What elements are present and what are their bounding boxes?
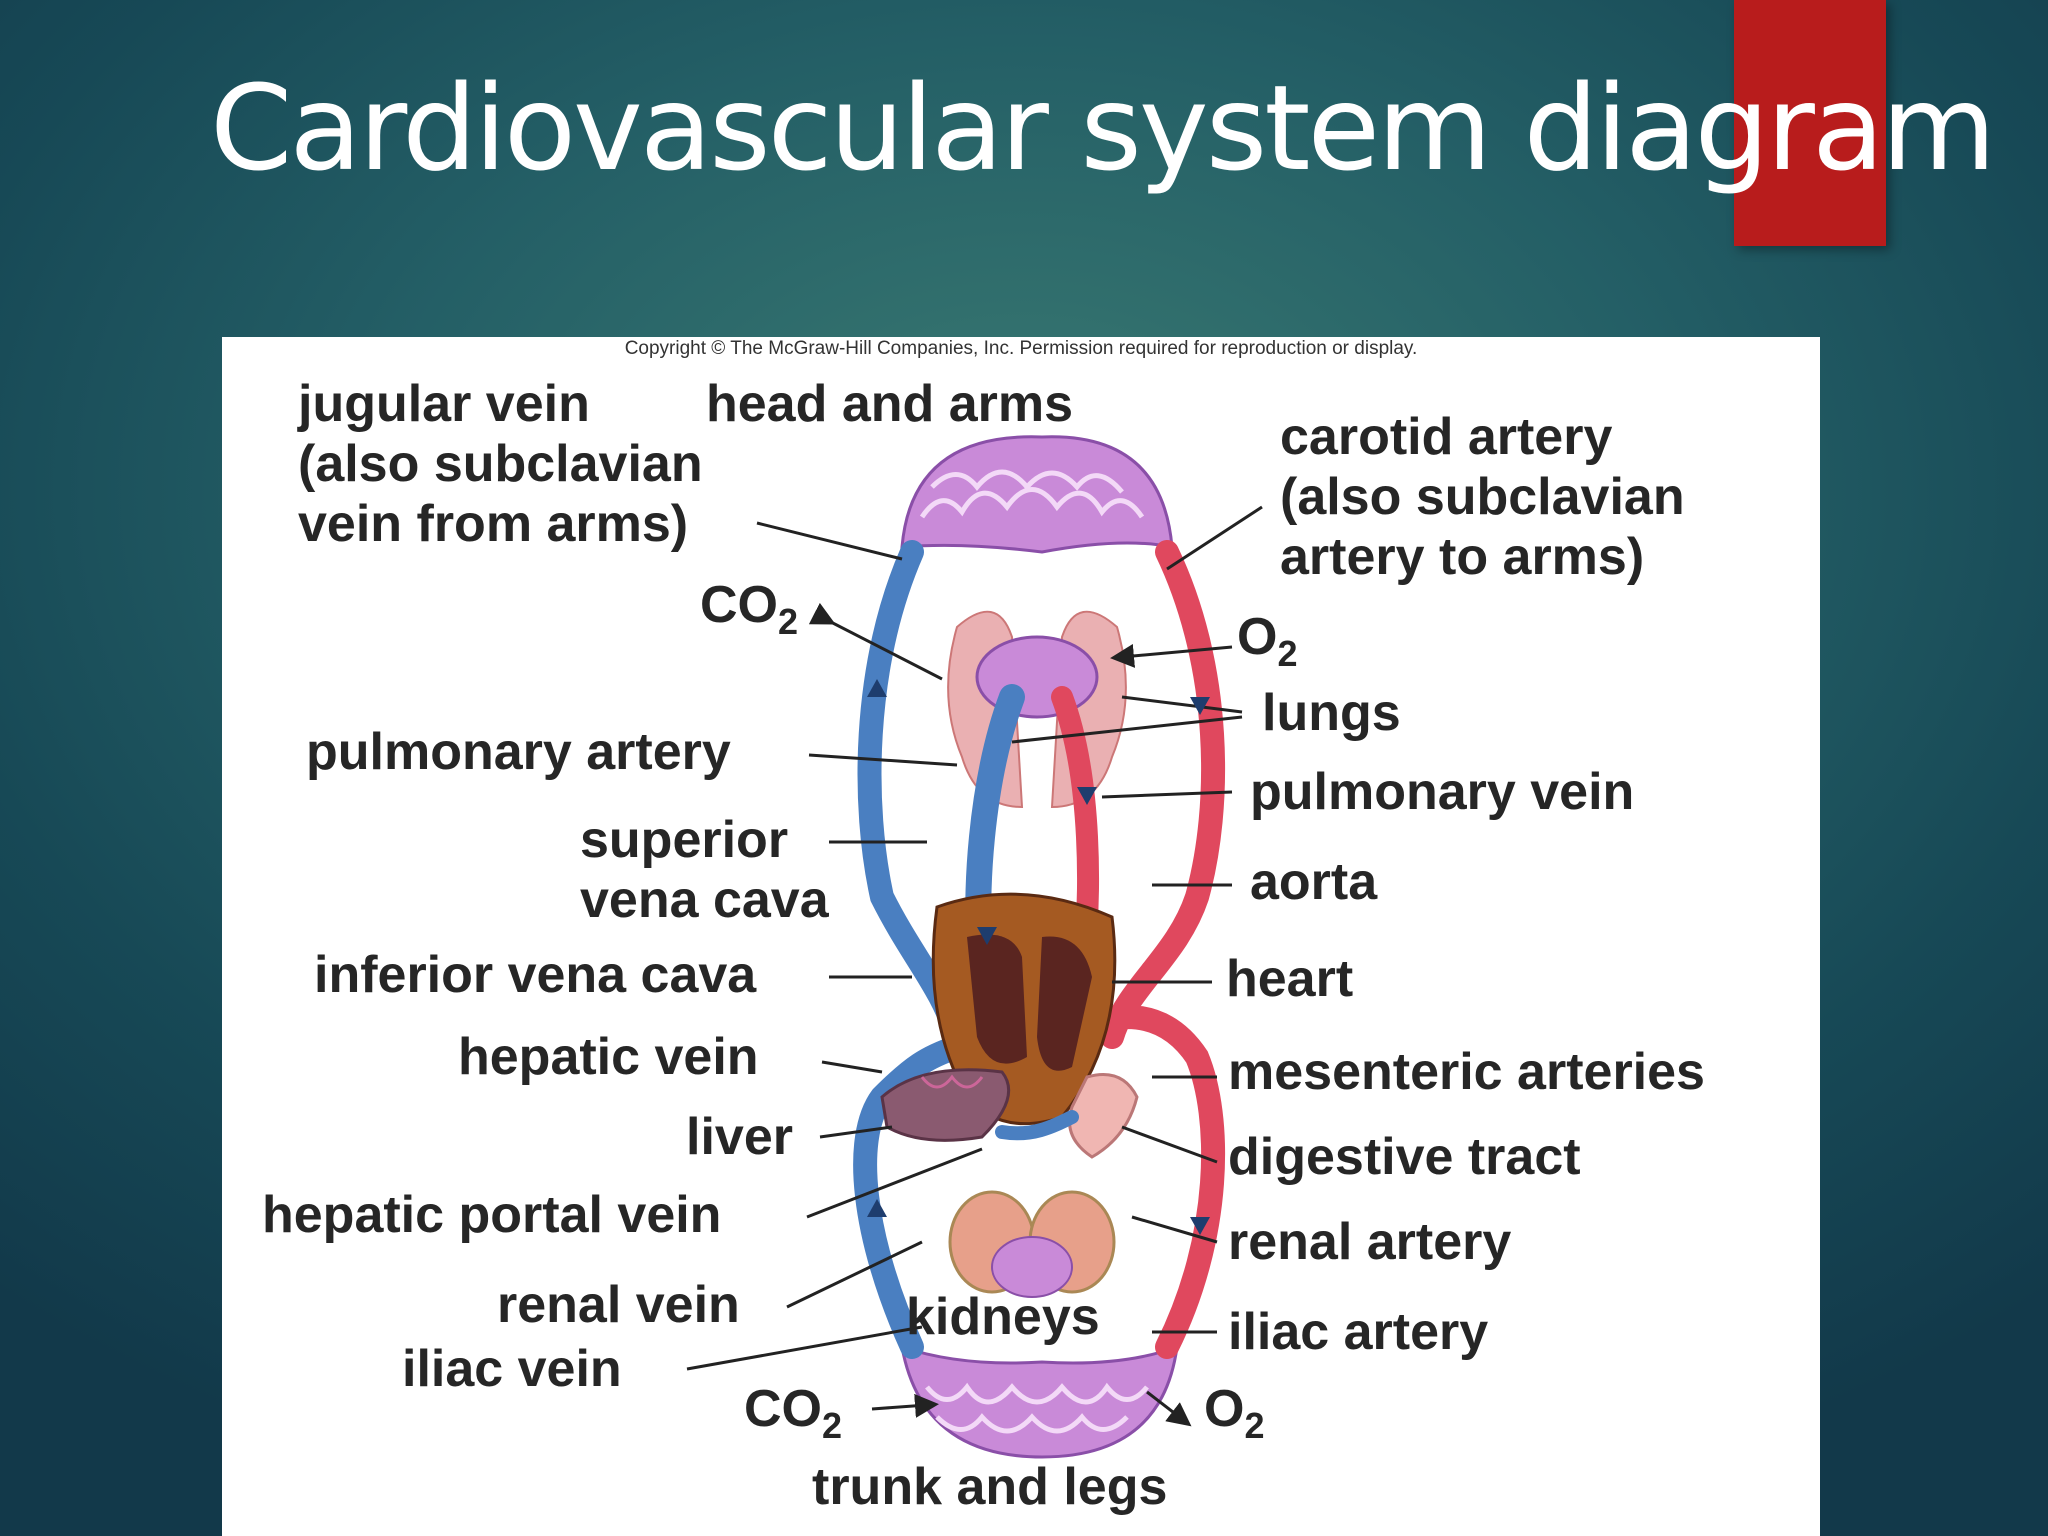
leader-lines (686, 505, 1263, 1427)
heart-organ (931, 892, 1117, 1126)
label-liver: liver (686, 1108, 793, 1166)
label-co2-top: CO2 (700, 576, 799, 642)
circulation-diagram (686, 435, 1263, 1459)
label-pulmonary-artery: pulmonary artery (306, 723, 731, 781)
label-trunk-and-legs: trunk and legs (812, 1458, 1168, 1516)
diagram-panel: Copyright © The McGraw-Hill Companies, I… (222, 337, 1820, 1536)
label-superior-vena-cava: superior vena cava (580, 811, 829, 929)
label-lungs: lungs (1262, 684, 1401, 742)
label-co2-bottom: CO2 (744, 1380, 843, 1446)
label-iliac-vein: iliac vein (402, 1340, 622, 1398)
label-head-and-arms: head and arms (706, 375, 1074, 433)
label-hepatic-portal-vein: hepatic portal vein (262, 1186, 722, 1244)
slide-title: Cardiovascular system diagram (210, 59, 1996, 197)
label-heart: heart (1226, 950, 1354, 1008)
label-renal-vein: renal vein (497, 1276, 740, 1334)
liver-organ (880, 1068, 1011, 1142)
label-carotid-artery: carotid artery (also subclavian artery t… (1280, 408, 1685, 586)
label-o2-bottom: O2 (1204, 1380, 1265, 1446)
head-capillary-bed (900, 435, 1174, 554)
label-o2-top: O2 (1237, 608, 1298, 674)
label-aorta: aorta (1250, 853, 1378, 911)
label-digestive-tract: digestive tract (1228, 1128, 1581, 1186)
copyright-notice: Copyright © The McGraw-Hill Companies, I… (624, 338, 1418, 359)
label-jugular-vein: jugular vein (also subclavian vein from … (298, 375, 703, 553)
label-kidneys: kidneys (906, 1288, 1100, 1346)
lungs-organ (947, 610, 1127, 809)
kidneys-organ (948, 1190, 1116, 1298)
label-iliac-artery: iliac artery (1228, 1303, 1489, 1361)
title-accent-bar (1734, 0, 1886, 246)
hepatic-portal-vein-vessel (995, 1110, 1079, 1141)
label-renal-artery: renal artery (1228, 1213, 1512, 1271)
label-pulmonary-vein: pulmonary vein (1250, 763, 1635, 821)
label-mesenteric-arteries: mesenteric arteries (1228, 1043, 1705, 1101)
digestive-tract-organ (1068, 1073, 1139, 1159)
trunk-capillary-bed (900, 1344, 1179, 1459)
label-hepatic-vein: hepatic vein (458, 1028, 759, 1086)
flow-arrows (867, 679, 1210, 1235)
label-inferior-vena-cava: inferior vena cava (314, 946, 757, 1004)
